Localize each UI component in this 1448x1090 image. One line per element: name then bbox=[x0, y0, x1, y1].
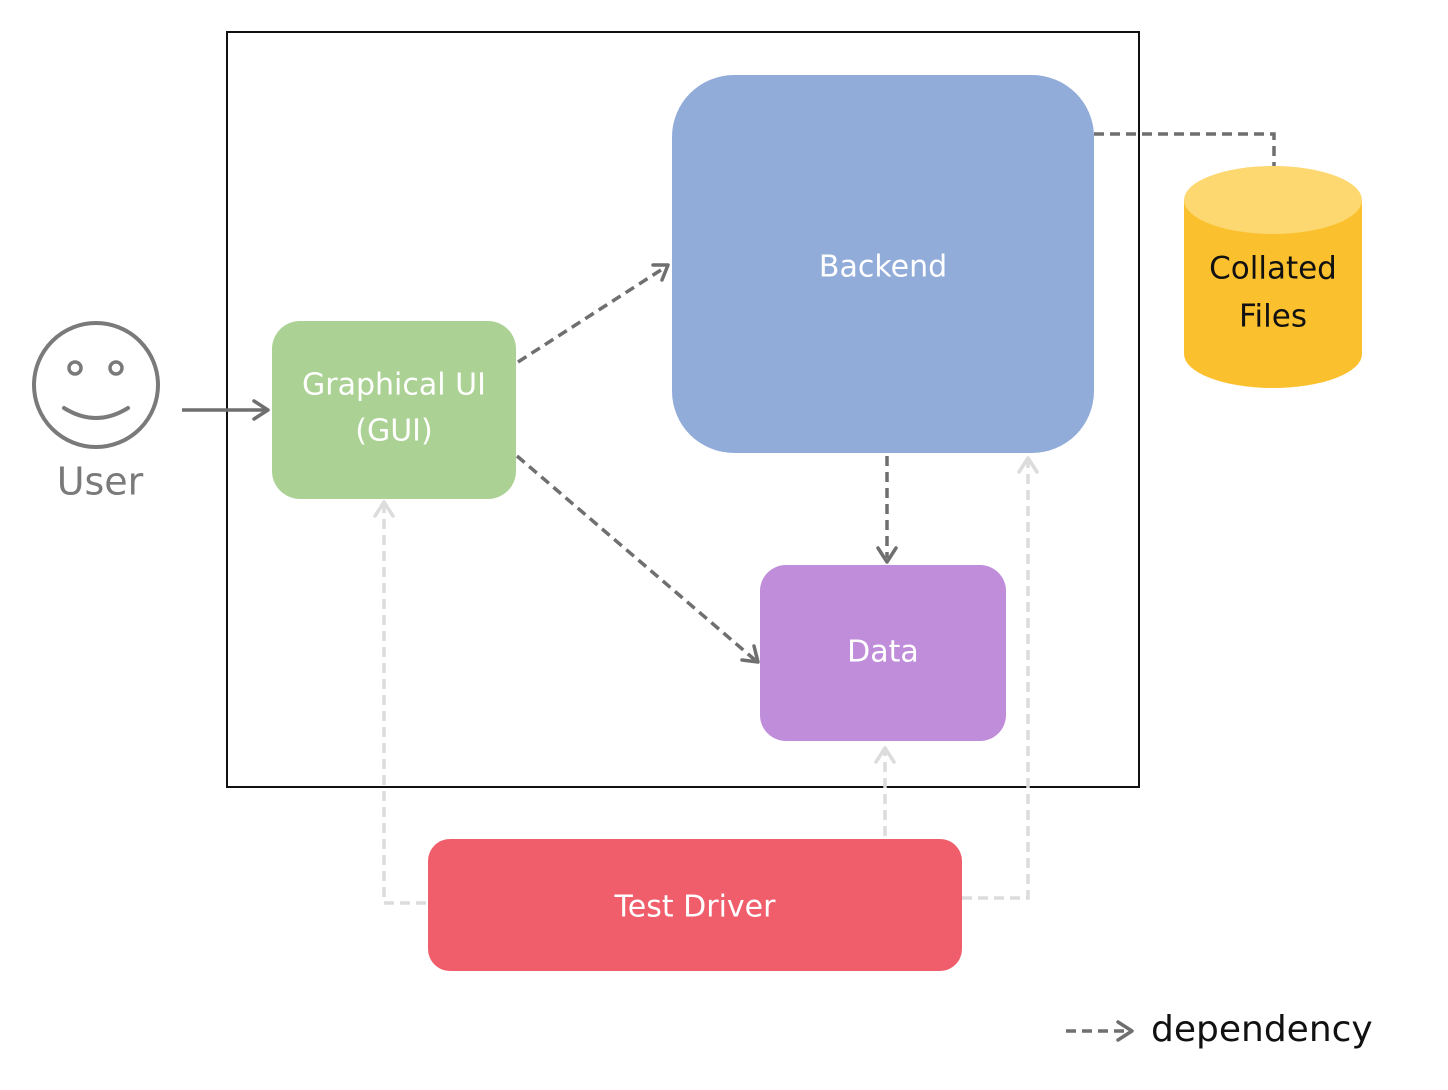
gui-node: Graphical UI (GUI) bbox=[272, 321, 516, 499]
user-label: User bbox=[57, 460, 144, 504]
legend-label: dependency bbox=[1151, 1009, 1373, 1050]
backend-box bbox=[672, 75, 1094, 453]
edge-gui-to-data bbox=[515, 454, 760, 664]
data-label: Data bbox=[847, 635, 919, 670]
backend-label: Backend bbox=[819, 250, 947, 285]
edge-test-driver-to-gui bbox=[373, 500, 426, 905]
collated-files-cylinder-top bbox=[1184, 166, 1362, 234]
edge-backend-to-data bbox=[876, 456, 898, 564]
collated-files-label-line1: Collated bbox=[1209, 251, 1337, 287]
test-driver-box bbox=[428, 839, 962, 971]
backend-node: Backend bbox=[672, 75, 1094, 453]
collated-files-cylinder-body bbox=[1184, 200, 1362, 388]
gui-box bbox=[272, 321, 516, 499]
gui-label-line2: (GUI) bbox=[355, 414, 432, 449]
data-box bbox=[760, 565, 1006, 741]
legend: dependency bbox=[1066, 1009, 1373, 1050]
test-driver-node: Test Driver bbox=[428, 839, 962, 971]
test-driver-label: Test Driver bbox=[614, 890, 777, 925]
gui-label-line1: Graphical UI bbox=[302, 368, 486, 403]
dashed-arrow-icon bbox=[1066, 1020, 1134, 1042]
smiley-face-icon bbox=[32, 321, 160, 449]
data-node: Data bbox=[760, 565, 1006, 741]
edge-test-driver-to-backend bbox=[962, 456, 1039, 900]
edge-test-driver-to-data bbox=[874, 746, 896, 836]
user-actor: User bbox=[32, 321, 160, 504]
collated-files-node: Collated Files bbox=[1184, 166, 1362, 388]
edge-user-to-gui bbox=[182, 399, 270, 421]
collated-files-label-line2: Files bbox=[1239, 299, 1307, 335]
edge-gui-to-backend bbox=[517, 263, 670, 364]
